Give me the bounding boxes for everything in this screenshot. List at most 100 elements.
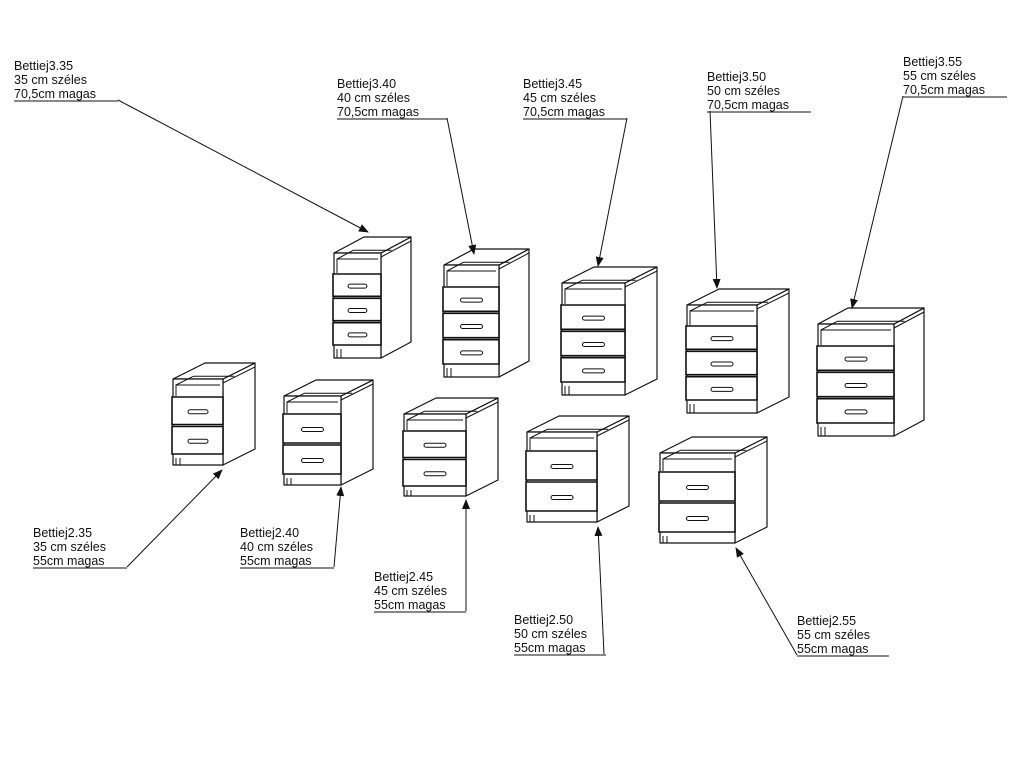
drawer-handle-icon <box>348 284 367 288</box>
cabinet-bettiej2-50 <box>526 416 629 522</box>
drawer-handle-icon <box>845 410 867 414</box>
cabinet-side-panel <box>757 289 789 413</box>
cabinet-bettiej3-50 <box>686 289 789 413</box>
cabinet-bettiej2-55 <box>659 437 767 543</box>
drawer-handle-icon <box>302 428 324 432</box>
cabinet-side-panel <box>894 308 924 436</box>
item-height: 70,5cm magas <box>903 83 985 97</box>
item-height: 55cm magas <box>240 554 312 568</box>
drawer-handle-icon <box>711 337 733 341</box>
item-width: 55 cm széles <box>903 69 976 83</box>
cabinet-side-panel <box>735 437 767 543</box>
cabinet-bettiej3-35 <box>333 237 411 358</box>
top-edge-line <box>597 420 629 436</box>
open-shelf-niche <box>447 262 464 271</box>
cabinets-layer <box>172 237 924 543</box>
item-name: Bettiej2.35 <box>33 526 92 540</box>
drawer-handle-icon <box>302 459 324 463</box>
item-name: Bettiej3.55 <box>903 55 962 69</box>
item-name: Bettiej2.40 <box>240 526 299 540</box>
drawer-front <box>526 482 597 511</box>
drawer-handle-icon <box>583 369 605 373</box>
open-shelf-niche <box>565 280 583 289</box>
item-name: Bettiej3.35 <box>14 59 73 73</box>
cabinet-side-panel <box>625 267 657 395</box>
drawer-handle-icon <box>188 439 208 443</box>
drawer-handle-icon <box>424 443 446 447</box>
top-edge-line <box>499 253 529 269</box>
drawer-handle-icon <box>583 343 605 347</box>
item-name: Bettiej3.50 <box>707 70 766 84</box>
drawer-handle-icon <box>687 517 709 521</box>
drawer-handle-icon <box>711 362 733 366</box>
cabinet-bettiej3-45 <box>561 267 657 395</box>
top-edge-line <box>735 441 767 457</box>
leader-line-bettiej3-50 <box>710 111 721 289</box>
drawer-handle-icon <box>845 357 867 361</box>
item-width: 50 cm széles <box>707 84 780 98</box>
leader-line-bettiej3-55 <box>850 96 903 309</box>
drawer-handle-icon <box>583 316 605 320</box>
open-shelf-niche <box>690 302 708 311</box>
top-edge-line <box>341 384 373 400</box>
drawer-handle-icon <box>551 496 573 500</box>
item-height: 55cm magas <box>514 641 586 655</box>
item-width: 40 cm széles <box>337 91 410 105</box>
cabinet-bettiej2-40 <box>283 380 373 485</box>
leader-lines-layer <box>118 96 903 655</box>
leader-line-bettiej3-40 <box>447 118 477 255</box>
drawer-front <box>403 460 466 487</box>
item-name: Bettiej2.50 <box>514 613 573 627</box>
drawer-handle-icon <box>188 410 208 414</box>
cabinet-bettiej3-40 <box>443 249 529 377</box>
item-height: 70,5cm magas <box>337 105 419 119</box>
cabinet-bettiej2-35 <box>172 363 255 465</box>
top-edge-line <box>894 312 924 328</box>
item-name: Bettiej2.55 <box>797 614 856 628</box>
cabinet-bettiej3-55 <box>817 308 924 436</box>
drawer-handle-icon <box>424 472 446 476</box>
item-width: 45 cm széles <box>523 91 596 105</box>
leader-line-bettiej3-45 <box>595 118 627 267</box>
top-edge-line <box>381 241 411 257</box>
item-width: 55 cm széles <box>797 628 870 642</box>
cabinet-side-panel <box>499 249 529 377</box>
open-shelf-niche <box>663 450 681 459</box>
item-height: 55cm magas <box>374 598 446 612</box>
leader-line-bettiej2-40 <box>334 486 345 567</box>
item-name: Bettiej2.45 <box>374 570 433 584</box>
top-edge-line <box>757 293 789 309</box>
open-shelf-niche <box>530 429 548 438</box>
leader-line-bettiej2-35 <box>127 469 223 567</box>
drawer-handle-icon <box>461 351 483 355</box>
open-shelf-niche <box>337 250 354 259</box>
item-width: 45 cm széles <box>374 584 447 598</box>
leader-line-bettiej3-35 <box>118 100 369 233</box>
cabinet-side-panel <box>223 363 255 465</box>
drawer-handle-icon <box>348 333 367 337</box>
item-name: Bettiej3.40 <box>337 77 396 91</box>
top-edge-line <box>466 402 498 418</box>
item-width: 35 cm széles <box>14 73 87 87</box>
item-height: 70,5cm magas <box>707 98 789 112</box>
open-shelf-niche <box>407 411 425 420</box>
item-height: 55cm magas <box>33 554 105 568</box>
drawer-handle-icon <box>711 387 733 391</box>
cabinet-side-panel <box>466 398 498 496</box>
open-shelf-niche <box>287 393 305 402</box>
drawer-handle-icon <box>551 465 573 469</box>
leader-line-bettiej2-55 <box>735 547 797 655</box>
item-width: 40 cm széles <box>240 540 313 554</box>
